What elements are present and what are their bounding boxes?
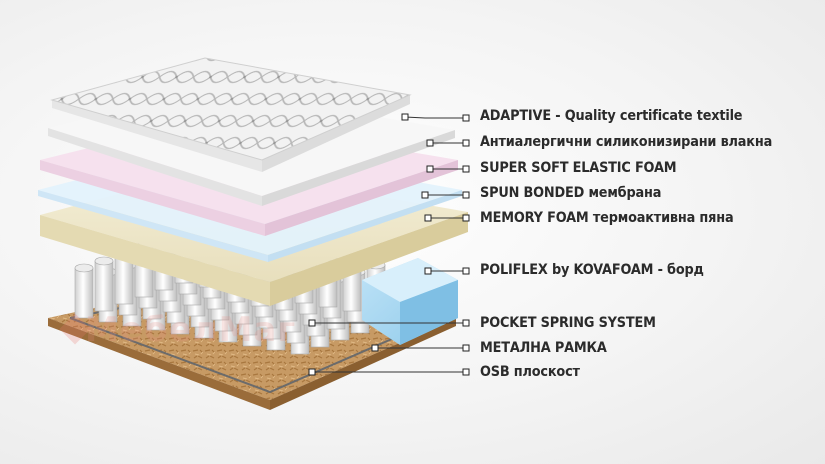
leader-end-marker	[462, 139, 470, 147]
leader-end-marker	[462, 319, 470, 327]
leader-line	[404, 116, 466, 119]
leader-end-marker	[462, 368, 470, 376]
leader-end-marker	[462, 267, 470, 275]
leader-end-marker	[462, 214, 470, 222]
leader-start-marker	[371, 344, 379, 352]
label-silicone-fibers: Антиалергични силиконизирани влакна	[480, 134, 773, 150]
leader-start-marker	[308, 319, 316, 327]
leader-end-marker	[462, 114, 470, 122]
adaptive-textile-layer	[50, 57, 412, 172]
leader-start-marker	[401, 113, 409, 121]
leader-start-marker	[308, 368, 316, 376]
leader-end-marker	[462, 165, 470, 173]
leader-start-marker	[424, 267, 432, 275]
spring-coil	[94, 256, 114, 312]
spring-coil	[74, 263, 94, 319]
label-super-soft-foam: SUPER SOFT ELASTIC FOAM	[480, 160, 677, 176]
leader-lines	[308, 113, 470, 376]
label-poliflex: POLIFLEX by KOVAFOAM - борд	[480, 262, 704, 278]
label-memory-foam: MEMORY FOAM термоактивна пяна	[480, 210, 734, 226]
leader-start-marker	[421, 191, 429, 199]
leader-start-marker	[426, 165, 434, 173]
label-adaptive: ADAPTIVE - Quality certificate textile	[480, 108, 743, 124]
label-spun-bonded: SPUN BONDED мембрана	[480, 185, 662, 201]
watermark: МебелМаг	[85, 310, 297, 350]
label-metal-frame: МЕТАЛНА РАМКА	[480, 340, 607, 356]
label-osb: OSB плоскост	[480, 364, 580, 380]
leader-end-marker	[462, 191, 470, 199]
leader-start-marker	[426, 139, 434, 147]
leader-end-marker	[462, 344, 470, 352]
leader-start-marker	[424, 214, 432, 222]
label-pocket-spring: POCKET SPRING SYSTEM	[480, 315, 656, 331]
